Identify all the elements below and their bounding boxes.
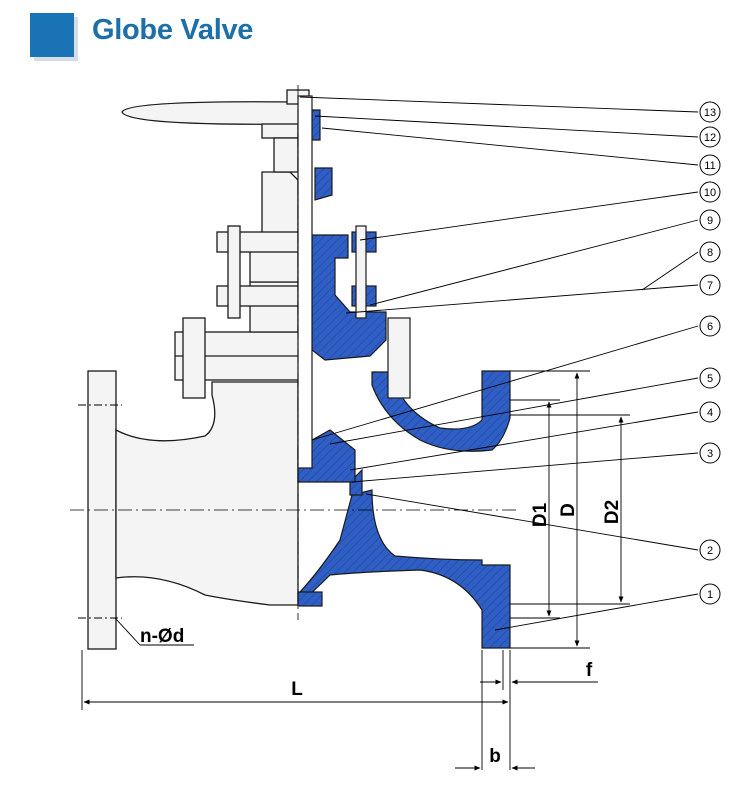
dim-D: D [558, 503, 579, 517]
dim-D1: D1 [530, 502, 551, 527]
svg-text:7: 7 [707, 280, 713, 292]
svg-text:1: 1 [707, 589, 713, 601]
callout-9: 9 [699, 209, 721, 231]
svg-text:8: 8 [707, 247, 713, 259]
valve-stem [297, 95, 313, 469]
callout-5: 5 [699, 367, 721, 389]
callout-7: 7 [699, 274, 721, 296]
dimension-labels: D1 D D2 L b f n-Ød [140, 500, 623, 767]
svg-text:12: 12 [704, 132, 716, 144]
page-title: Globe Valve [92, 14, 254, 46]
callout-12: 12 [699, 126, 721, 148]
callout-8: 8 [699, 241, 721, 263]
svg-text:3: 3 [707, 448, 713, 460]
callout-13: 13 [699, 101, 721, 123]
callout-6: 6 [699, 315, 721, 337]
callout-10: 10 [699, 181, 721, 203]
svg-text:5: 5 [707, 373, 713, 385]
callout-2: 2 [699, 539, 721, 561]
dim-L: L [291, 679, 303, 700]
callout-leaders [114, 96, 699, 646]
dim-D2: D2 [602, 500, 623, 524]
svg-text:11: 11 [704, 160, 715, 172]
dim-f: f [586, 660, 593, 681]
callouts: 13 12 11 10 9 8 7 6 5 4 3 2 1 [699, 101, 721, 605]
dim-b: b [489, 746, 501, 767]
svg-text:2: 2 [707, 545, 713, 557]
callout-3: 3 [699, 442, 721, 464]
dim-n-d: n-Ød [140, 626, 184, 647]
svg-text:13: 13 [704, 107, 716, 119]
svg-text:9: 9 [707, 215, 713, 227]
dimension-lines [78, 370, 630, 771]
callout-11: 11 [699, 154, 721, 176]
center-lines [70, 85, 520, 620]
callout-4: 4 [699, 401, 721, 423]
svg-text:10: 10 [704, 187, 716, 199]
svg-text:6: 6 [707, 321, 713, 333]
valve-exterior [87, 89, 310, 650]
brand-square-icon [30, 13, 74, 57]
page-header: Globe Valve [0, 0, 750, 70]
callout-1: 1 [699, 583, 721, 605]
svg-text:4: 4 [707, 407, 713, 419]
valve-section [297, 109, 511, 649]
